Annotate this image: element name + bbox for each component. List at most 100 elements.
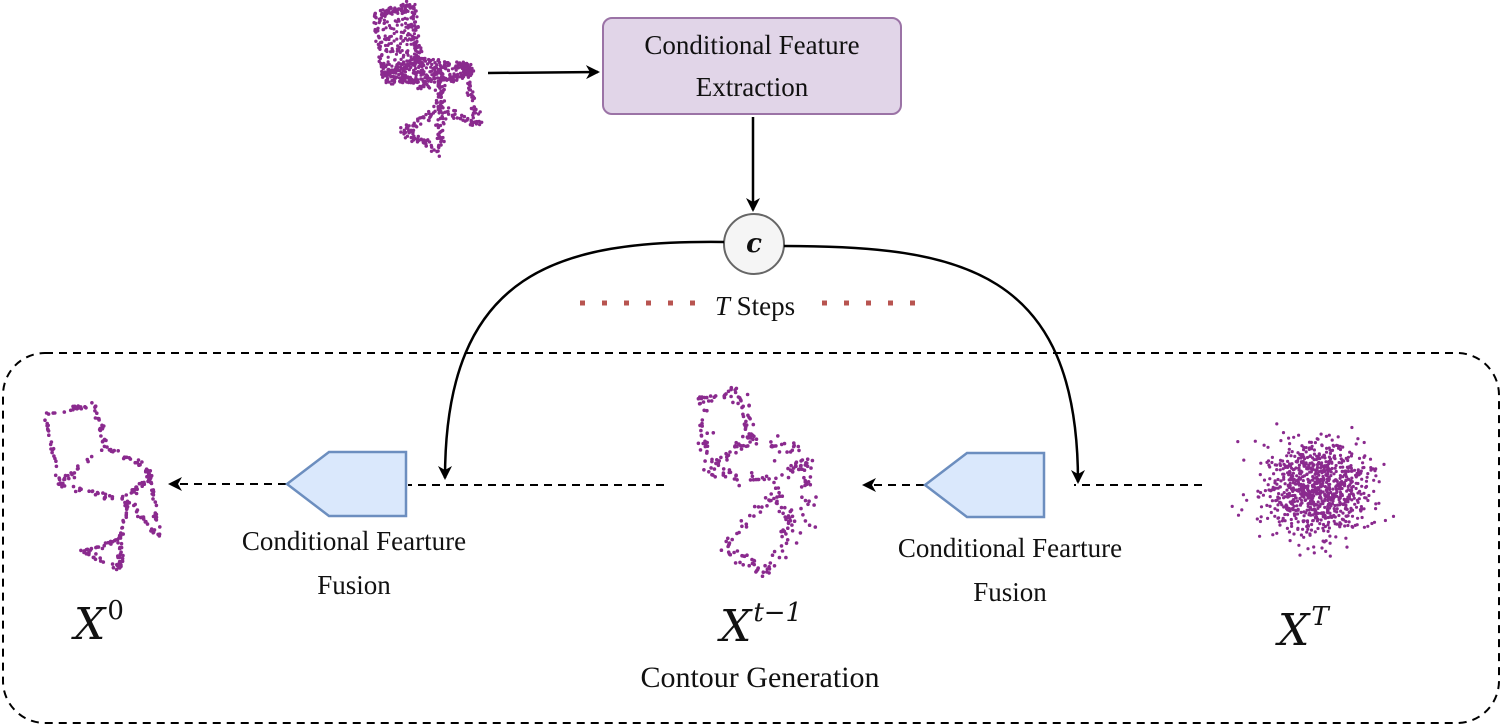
point: [90, 401, 94, 405]
point: [740, 524, 744, 529]
point: [1230, 504, 1234, 508]
point: [416, 25, 420, 29]
point: [376, 34, 381, 38]
point: [1285, 526, 1289, 531]
point: [1346, 469, 1351, 473]
point: [728, 450, 732, 454]
point: [1322, 476, 1326, 480]
point: [1297, 483, 1301, 487]
point: [405, 59, 409, 63]
point: [381, 8, 385, 12]
point: [1305, 520, 1310, 524]
point: [698, 448, 703, 452]
point: [1362, 491, 1366, 495]
point: [1294, 460, 1298, 464]
point: [760, 574, 765, 578]
point: [402, 53, 406, 58]
point: [1290, 521, 1294, 526]
point: [1336, 435, 1340, 439]
point: [140, 460, 144, 464]
point: [105, 445, 109, 449]
point: [702, 408, 706, 413]
point: [735, 478, 739, 482]
point: [429, 143, 433, 148]
point: [1259, 491, 1263, 495]
point: [1301, 479, 1305, 483]
point: [1368, 457, 1373, 461]
point: [1323, 456, 1327, 460]
x0-base: X: [74, 599, 106, 650]
point: [62, 484, 67, 488]
point: [1360, 477, 1364, 481]
point: [732, 550, 736, 555]
point: [383, 34, 387, 38]
point: [1360, 484, 1364, 488]
point: [744, 444, 749, 449]
point: [721, 467, 726, 471]
point: [386, 43, 390, 48]
point: [1332, 472, 1336, 476]
point: [1291, 508, 1295, 512]
point: [1344, 475, 1349, 479]
point: [439, 75, 444, 79]
point: [779, 442, 784, 447]
point: [1292, 493, 1296, 498]
point: [399, 30, 403, 34]
point: [1377, 480, 1381, 484]
point: [768, 561, 773, 565]
point: [812, 503, 816, 507]
point: [71, 484, 76, 489]
point: [466, 75, 471, 79]
point: [1328, 496, 1332, 500]
point: [750, 561, 755, 566]
point: [448, 72, 452, 76]
point: [1303, 457, 1307, 461]
point: [401, 17, 405, 21]
point: [1321, 522, 1326, 527]
point: [1322, 529, 1326, 533]
xT-label: XT: [1278, 604, 1329, 653]
point: [1299, 460, 1303, 464]
point: [1332, 514, 1336, 518]
point: [57, 482, 61, 487]
point: [96, 491, 100, 496]
point: [1295, 499, 1300, 503]
point: [86, 459, 90, 464]
point: [1344, 536, 1348, 540]
point: [788, 450, 793, 454]
point: [777, 490, 781, 495]
point: [767, 477, 771, 481]
point: [72, 475, 77, 480]
point: [384, 38, 388, 42]
point: [120, 559, 125, 563]
point: [455, 77, 459, 81]
point: [373, 12, 377, 16]
point: [1298, 477, 1302, 481]
point: [1316, 500, 1320, 504]
point: [1291, 481, 1296, 485]
conditional-feature-extraction-box: Conditional Feature Extraction: [602, 17, 902, 115]
point: [429, 114, 433, 118]
point: [1310, 522, 1314, 527]
point: [436, 125, 441, 130]
point: [805, 457, 810, 462]
point: [400, 23, 404, 27]
point: [794, 541, 799, 545]
point: [394, 52, 399, 56]
point: [1334, 478, 1338, 482]
point: [1301, 527, 1305, 531]
point: [1313, 515, 1318, 519]
point: [775, 495, 779, 499]
point: [1265, 503, 1269, 507]
point: [1347, 520, 1351, 524]
point: [1281, 431, 1286, 435]
point: [424, 112, 428, 117]
point: [409, 79, 413, 83]
point: [733, 561, 738, 565]
point: [1296, 479, 1300, 483]
point: [51, 411, 55, 415]
point: [1306, 495, 1310, 499]
point: [772, 480, 776, 485]
point: [384, 26, 388, 30]
point: [1323, 485, 1327, 489]
